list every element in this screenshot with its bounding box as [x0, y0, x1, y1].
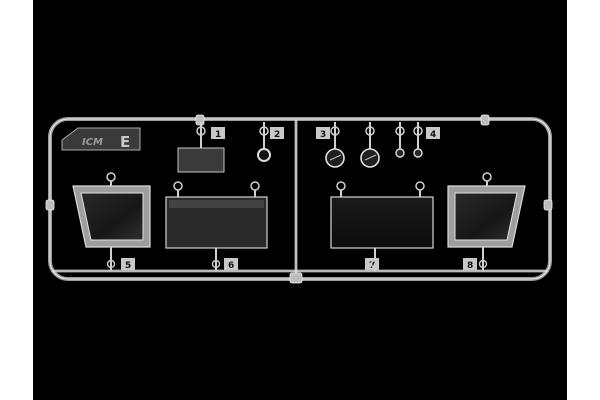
- part-number-tags: 1 2 3 4 5 6 7 8: [121, 127, 477, 271]
- sprue-letter: E: [120, 133, 130, 151]
- runner-stubs: [106, 259, 488, 269]
- part-label-3: 3: [320, 130, 326, 140]
- part-label-8: 8: [467, 261, 473, 271]
- brand-logo: ICM: [82, 137, 103, 148]
- brand-plate: ICM E: [61, 127, 141, 151]
- part-4-dots: [395, 122, 423, 158]
- part-7-panel: [330, 181, 434, 271]
- part-8-window: [447, 172, 526, 271]
- part-1-small-panel: [177, 122, 225, 173]
- part-6-panel: [165, 181, 268, 271]
- part-label-4: 4: [430, 130, 436, 140]
- part-label-6: 6: [228, 261, 234, 271]
- part-2-ring: [257, 122, 271, 162]
- part-label-5: 5: [125, 261, 131, 271]
- part-5-window: [72, 172, 151, 271]
- part-label-1: 1: [215, 130, 221, 140]
- part-3-lenses: [325, 122, 380, 168]
- part-label-2: 2: [274, 130, 280, 140]
